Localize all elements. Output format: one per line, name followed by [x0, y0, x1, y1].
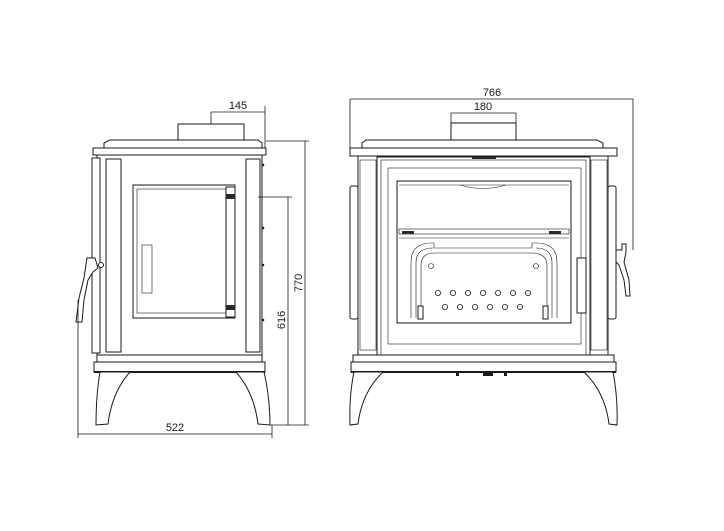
side-door-handle [75, 257, 99, 323]
dim-770: 770 [266, 140, 309, 426]
baffle-clip-right [549, 231, 561, 234]
grate-hole [464, 289, 471, 296]
dim-145: 145 [210, 100, 266, 148]
baffle-clip-left [402, 231, 414, 234]
brick-bolt-right [533, 263, 539, 269]
side-front-leg [95, 371, 132, 426]
side-bolts [261, 163, 265, 322]
grate-holes [434, 289, 532, 310]
front-base-upper [352, 354, 615, 363]
grate-hole [456, 303, 463, 310]
grate-hole [434, 289, 441, 296]
dim-label-145: 145 [229, 100, 247, 112]
front-right-pillar [590, 159, 608, 351]
grate-hole [479, 289, 486, 296]
grate-hole [486, 303, 493, 310]
side-rear-panel [245, 158, 261, 353]
grate-hole [509, 289, 516, 296]
front-flue-collar [450, 122, 517, 142]
dim-label-770: 770 [293, 274, 305, 292]
baffle-curve [459, 184, 507, 189]
side-base-plate [93, 361, 266, 373]
grate-hole [525, 289, 532, 296]
side-view: 145 522 770 616 [75, 100, 309, 438]
side-top-cap [103, 139, 263, 149]
side-base-upper [96, 354, 263, 363]
dim-522: 522 [77, 300, 273, 438]
left-side-panel [349, 185, 359, 320]
fire-brick-inner [420, 252, 548, 318]
side-rear-leg [234, 371, 271, 426]
right-side-panel [607, 185, 617, 320]
front-left-pillar [359, 159, 377, 351]
dim-label-522: 522 [166, 422, 184, 434]
dim-label-616: 616 [276, 311, 288, 329]
front-left-leg [349, 371, 385, 426]
grate-hole [471, 303, 478, 310]
dim-label-766: 766 [483, 87, 501, 99]
hinge-bottom [226, 305, 235, 310]
grate-hole [501, 303, 508, 310]
dim-616: 616 [258, 196, 292, 425]
air-control [456, 373, 507, 376]
grate-hole [517, 303, 524, 310]
grate-hole [441, 303, 448, 310]
hinge-top [226, 194, 235, 199]
grate-post-left [417, 305, 424, 320]
front-side-handle [615, 243, 631, 297]
fire-brick-outer [410, 242, 558, 318]
grate-post-right [542, 305, 549, 320]
side-door-frame [132, 184, 236, 319]
handle-knob [98, 262, 104, 268]
baffle-plate [398, 228, 570, 235]
grate-hole [494, 289, 501, 296]
side-door-handle-slot [141, 244, 153, 294]
door-latch-top [472, 157, 496, 159]
side-front-panel [105, 158, 122, 353]
door-hinge-block [576, 257, 587, 314]
brick-bolt-left [428, 263, 434, 269]
front-top-plate [349, 147, 618, 157]
dim-766: 766 [349, 87, 634, 250]
firebox-window [396, 180, 572, 324]
front-base-plate [350, 361, 617, 373]
dim-180: 180 [450, 101, 517, 123]
side-front-door-edge [91, 157, 101, 354]
front-right-leg [582, 371, 618, 426]
side-top-plate [92, 147, 267, 156]
side-door-hinge-bar [225, 186, 236, 318]
front-top-cap [361, 139, 604, 149]
dim-label-180: 180 [474, 101, 492, 113]
front-view: 766 180 [349, 87, 634, 426]
grate-hole [449, 289, 456, 296]
door-glass-frame [387, 167, 582, 345]
fire-brick-mid [415, 247, 553, 318]
